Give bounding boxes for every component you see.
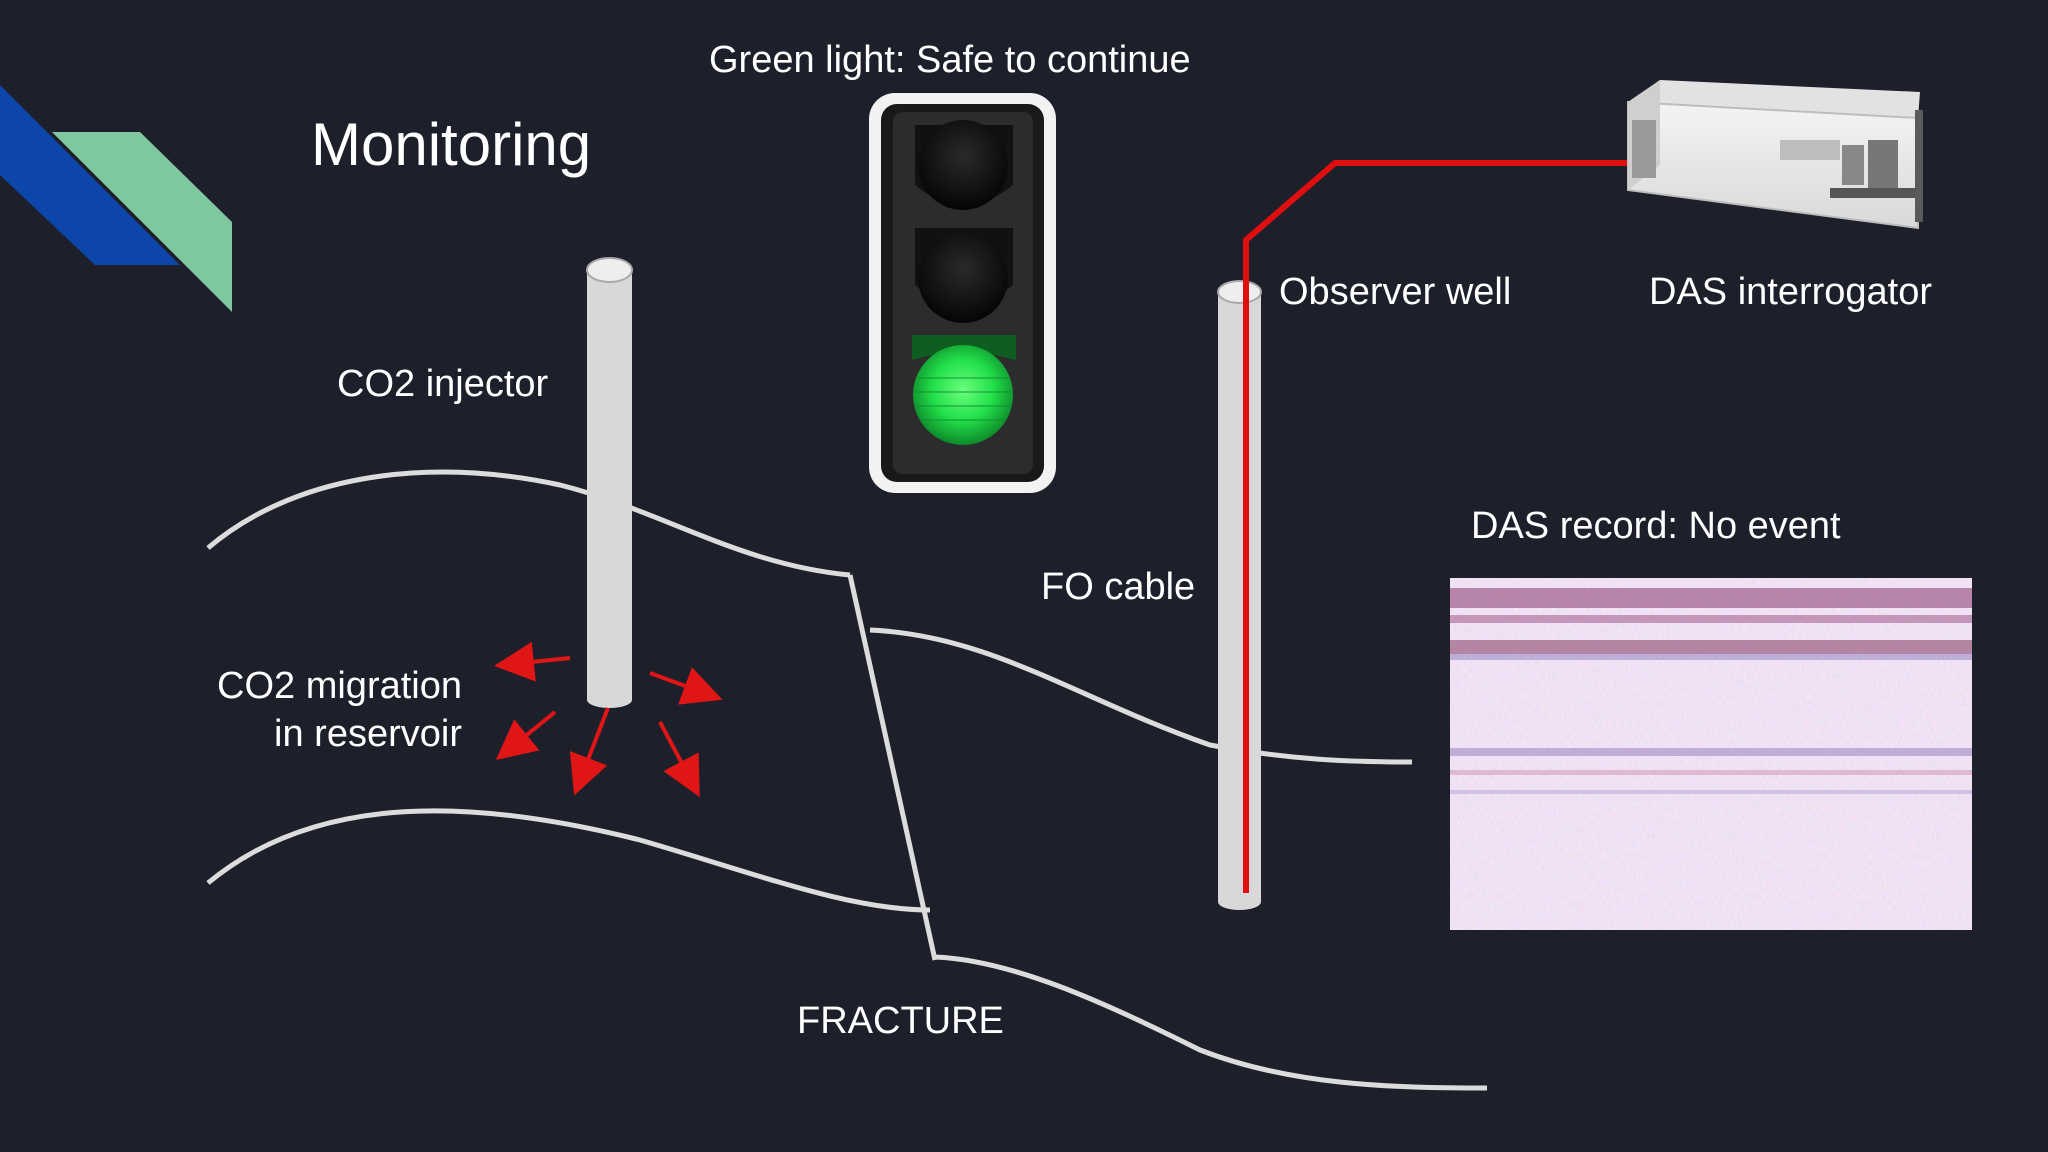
label-co2-migration-line1: CO2 migration: [217, 665, 462, 707]
horizon-upper-right: [869, 627, 1413, 765]
observer-well: [1217, 280, 1262, 910]
das-interrogator-device: [1627, 80, 1923, 230]
horizon-upper-left: [206, 469, 851, 578]
horizon-lower-left: [206, 808, 931, 913]
red-lamp-icon: [915, 120, 1013, 210]
label-das-interrogator: DAS interrogator: [1649, 271, 1933, 313]
fracture-line: [847, 574, 938, 961]
fo-cable: [1243, 160, 1645, 893]
amber-lamp-icon: [915, 228, 1013, 323]
slide-title: Monitoring: [311, 111, 592, 178]
green-lamp-icon: [912, 335, 1016, 445]
label-co2-migration-line2: in reservoir: [274, 713, 462, 755]
co2-injector-well: [586, 257, 633, 708]
das-record-plot: [1450, 578, 1972, 930]
das-event-band-1: [1450, 588, 1972, 623]
label-das-record: DAS record: No event: [1471, 505, 1841, 547]
traffic-light-caption: Green light: Safe to continue: [709, 39, 1191, 81]
traffic-light: [869, 93, 1056, 493]
horizon-lower-right: [934, 954, 1488, 1091]
das-event-band-2: [1450, 640, 1972, 660]
corner-accent-green: [52, 132, 232, 312]
label-fo-cable: FO cable: [1041, 566, 1196, 608]
co2-migration-arrows: [494, 641, 723, 798]
label-observer-well: Observer well: [1279, 271, 1512, 313]
label-fracture: FRACTURE: [797, 1000, 1004, 1042]
corner-accent-blue: [0, 85, 180, 265]
label-co2-injector: CO2 injector: [337, 363, 549, 405]
label-co2-migration: CO2 migration in reservoir: [204, 662, 462, 758]
das-event-band-3: [1450, 748, 1972, 794]
